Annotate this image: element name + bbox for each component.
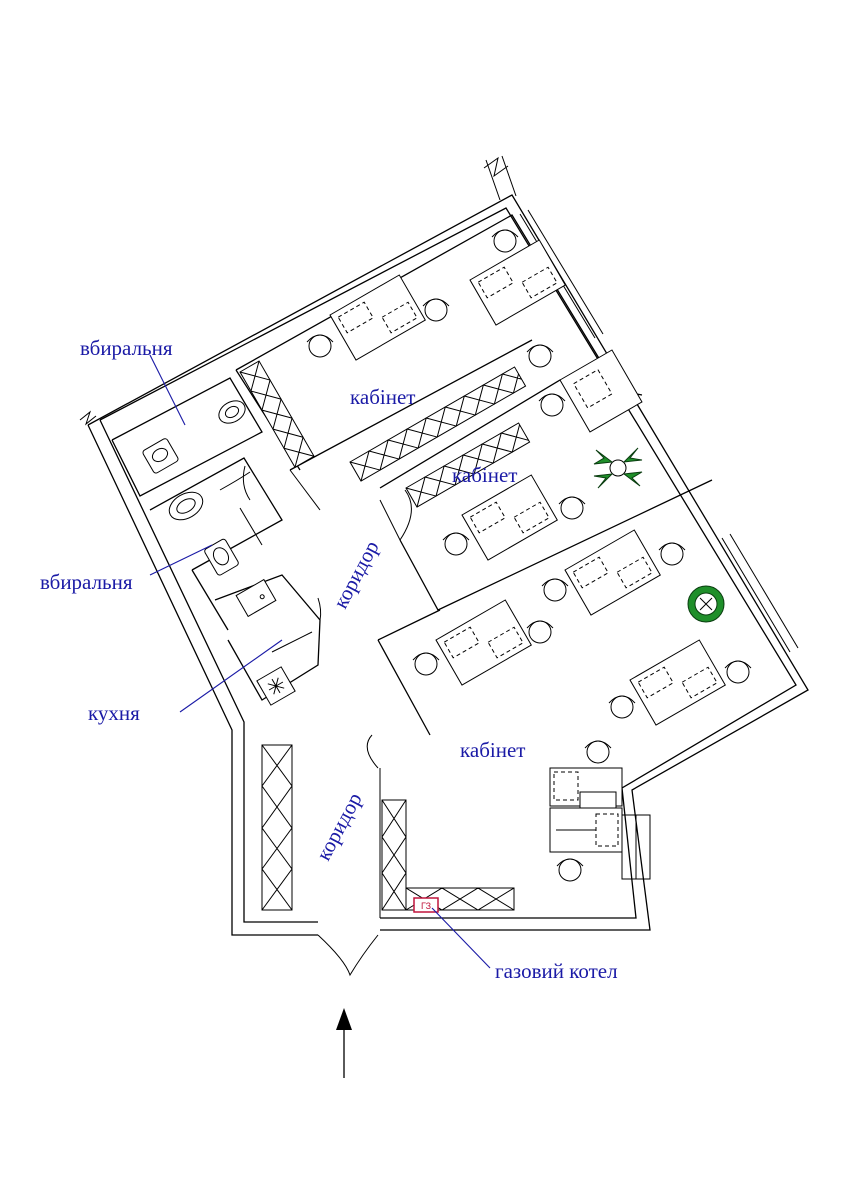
chair: [586, 740, 610, 764]
chair-back: [526, 344, 554, 353]
room-labels: вбиральня вбиральня кухня кабінет кабіне…: [40, 336, 618, 983]
chair: [414, 652, 438, 676]
chair: [528, 344, 552, 368]
chair-back: [422, 298, 450, 307]
chair-back: [608, 695, 636, 704]
plant-icon: [593, 447, 643, 489]
chair: [726, 660, 750, 684]
label-wc-top: вбиральня: [80, 336, 173, 360]
chair-back: [658, 542, 686, 551]
chair: [558, 858, 582, 882]
stove-burner-icon: [256, 666, 296, 706]
chair: [528, 620, 552, 644]
chair: [444, 532, 468, 556]
label-office-2: кабінет: [452, 463, 517, 487]
label-wc-bottom: вбиральня: [40, 570, 133, 594]
boiler-tag: ГЗ: [421, 901, 431, 911]
chair: [424, 298, 448, 322]
chair-back: [541, 578, 569, 587]
leader-lines: [149, 354, 491, 969]
label-office-3: кабінет: [460, 738, 525, 762]
chair: [308, 334, 332, 358]
chair-back: [526, 620, 554, 629]
chair: [560, 496, 584, 520]
chair: [540, 393, 564, 417]
chair-back: [306, 334, 334, 343]
label-office-1: кабінет: [350, 385, 415, 409]
wc-fixtures: [142, 400, 296, 706]
chair-back: [558, 496, 586, 505]
outer-walls: [79, 155, 809, 936]
desks: [329, 239, 726, 853]
chair-back: [724, 660, 752, 669]
chair: [543, 578, 567, 602]
label-boiler: газовий котел: [495, 959, 618, 983]
chair-back: [412, 652, 440, 661]
label-kitchen: кухня: [88, 701, 140, 725]
label-corridor-1: коридор: [328, 537, 383, 613]
chair: [660, 542, 684, 566]
interior-walls: [111, 214, 713, 977]
chair: [610, 695, 634, 719]
chair-back: [556, 858, 584, 867]
chair-back: [491, 229, 519, 238]
chair-back: [538, 393, 566, 402]
cabinets: [239, 360, 531, 911]
label-corridor-2: коридор: [311, 789, 366, 865]
chair-back: [442, 532, 470, 541]
chairs: [306, 229, 752, 882]
chair: [493, 229, 517, 253]
chair-back: [584, 740, 612, 749]
arrow-up-icon: [336, 1008, 352, 1078]
plant-icon: [687, 585, 725, 623]
